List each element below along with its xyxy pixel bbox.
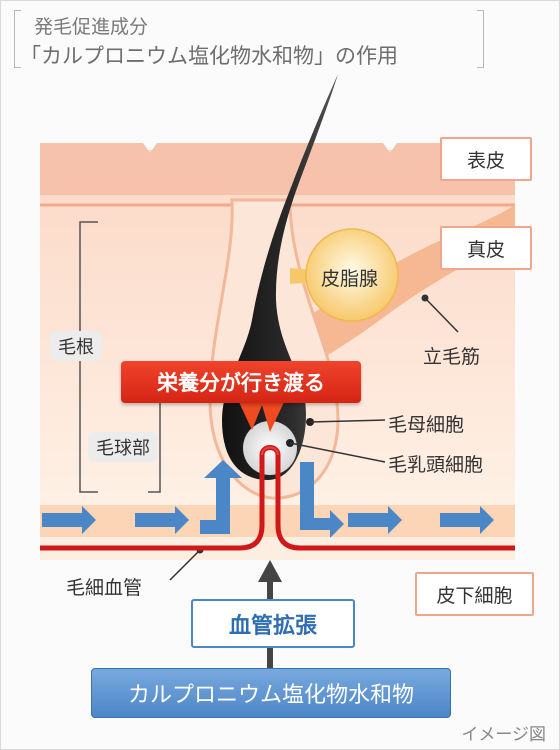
label-hair-bulb: 毛球部: [88, 432, 158, 462]
vasodilation-box: 血管拡張: [191, 599, 355, 648]
title-bracket-right: [477, 10, 484, 68]
label-dermal-papilla: 毛乳頭細胞: [388, 454, 484, 476]
nutrient-spark: [238, 400, 285, 432]
label-arrector-pili: 立毛筋: [423, 346, 481, 368]
label-capillary: 毛細血管: [66, 577, 143, 599]
label-sebaceous-gland: 皮脂腺: [321, 268, 379, 290]
ingredient-box: カルプロニウム塩化物水和物: [91, 668, 451, 718]
image-note: イメージ図: [461, 725, 546, 745]
nutrient-callout: 栄養分が行き渡る: [121, 361, 361, 403]
label-subcutaneous: 皮下細胞: [415, 572, 534, 616]
ingredient-arrowhead: [258, 560, 282, 582]
leader-arrector: [424, 297, 459, 333]
leader-matrix: [309, 419, 386, 423]
capillary-inner: [261, 446, 279, 456]
flow-arrow-up: [204, 460, 242, 534]
label-hair-root: 毛根: [50, 331, 102, 361]
flow-arrow-up-stem: [200, 520, 230, 534]
label-dermis-text: 真皮: [466, 238, 505, 261]
label-hair-matrix: 毛母細胞: [388, 414, 465, 436]
flow-arrow-3: [348, 506, 402, 534]
title-line-2: 「カルプロニウム塩化物水和物」の作用: [20, 44, 398, 68]
label-dermis: 真皮: [440, 226, 532, 270]
label-epidermis: 表皮: [440, 137, 532, 181]
label-epidermis-text: 表皮: [466, 149, 505, 172]
title-line-1: 発毛促進成分: [34, 16, 149, 38]
leader-arrector-dot: [421, 294, 429, 302]
title-bracket-left: [14, 10, 21, 68]
flow-arrow-down: [300, 462, 344, 538]
skin-epidermis: [40, 143, 515, 195]
flow-arrow-2: [135, 506, 189, 534]
sebaceous-gland: [305, 228, 399, 322]
flow-arrow-4: [440, 506, 494, 534]
subcutaneous-lower: [40, 537, 515, 560]
flow-arrows: [42, 460, 494, 538]
figure-title: 発毛促進成分 「カルプロニウム塩化物水和物」の作用: [14, 10, 484, 68]
leader-capillary: [169, 549, 201, 581]
leader-papilla: [289, 442, 386, 463]
flow-arrow-1: [42, 506, 96, 534]
label-subcutaneous-text: 皮下細胞: [436, 584, 513, 607]
